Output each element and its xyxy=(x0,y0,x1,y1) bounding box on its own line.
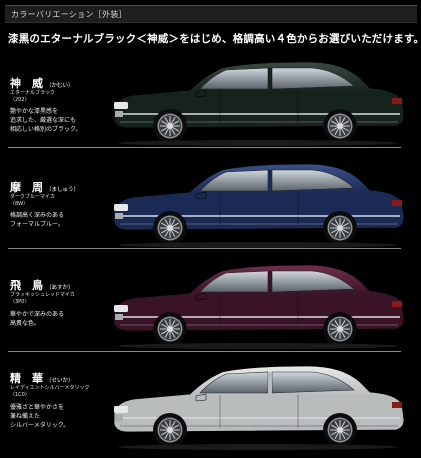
section-header-label: カラーバリエーション［外装］ xyxy=(11,10,127,19)
color-code: 〈202〉 xyxy=(10,97,30,103)
color-desc-line: 艶やかな漆黒感を xyxy=(10,108,59,115)
color-name: 飛 鳥（あすか） xyxy=(10,279,74,292)
color-section-mashu: 摩 周（ましゅう） ダークブルーマイカ 〈8W〉 格調高く深みのある フォーマル… xyxy=(0,148,421,248)
color-desc-line: 兼ね備えた xyxy=(10,413,41,420)
color-desc-line: フォーマルブルー。 xyxy=(10,221,64,228)
color-desc-line: 相応しい格別のブラック。 xyxy=(10,126,82,133)
section-header-bar: カラーバリエーション［外装］ xyxy=(5,5,417,23)
color-sub-name: ダークブルーマイカ xyxy=(10,194,56,200)
color-code: 〈8W〉 xyxy=(10,201,29,207)
color-name: 摩 周（ましゅう） xyxy=(10,181,80,194)
color-sub-name: ブラッキッシュレッドマイカ xyxy=(10,292,75,298)
car-image xyxy=(108,255,408,350)
section-divider xyxy=(8,147,401,148)
color-desc-line: 高貴な色。 xyxy=(10,320,41,327)
color-section-kamui: 神 威（かむい） エターナルブラック 〈202〉 艶やかな漆黒感を 追求した、厳… xyxy=(0,48,421,148)
color-name: 神 威（かむい） xyxy=(10,77,74,90)
color-code: 〈3P0〉 xyxy=(10,299,30,305)
car-image xyxy=(108,154,408,249)
color-desc-line: 追求した、厳選な深にも xyxy=(10,117,77,124)
color-desc-line: 格調高く深みのある xyxy=(10,212,65,219)
wheel xyxy=(323,109,357,143)
wheel xyxy=(323,413,357,447)
wheel xyxy=(153,109,187,143)
wheel xyxy=(153,413,187,447)
car-image xyxy=(108,356,408,451)
color-desc-line: 優雅さと華やかさを xyxy=(10,404,65,411)
color-name: 精 華（せいか） xyxy=(10,372,74,385)
wheel xyxy=(153,211,187,245)
color-code: 〈1C0〉 xyxy=(10,392,30,398)
wheel xyxy=(323,211,357,245)
color-desc-line: 華やかで深みのある xyxy=(10,311,65,318)
color-section-asuka: 飛 鳥（あすか） ブラッキッシュレッドマイカ 〈3P0〉 華やかで深みのある 高… xyxy=(0,249,421,349)
color-section-seika: 精 華（せいか） レイディエントシルバーメタリック 〈1C0〉 優雅さと華やかさ… xyxy=(0,352,421,452)
color-desc-line: シルバーメタリック。 xyxy=(10,422,70,429)
wheel xyxy=(153,312,187,346)
car-image xyxy=(108,52,408,147)
section-divider xyxy=(8,248,401,249)
headline: 漆黒のエターナルブラック＜神威＞をはじめ、格調高い４色からお選びいただけます。 xyxy=(8,33,421,45)
wheel xyxy=(323,312,357,346)
color-sub-name: レイディエントシルバーメタリック xyxy=(10,385,90,391)
section-divider xyxy=(8,351,401,352)
color-sub-name: エターナルブラック xyxy=(10,90,56,96)
